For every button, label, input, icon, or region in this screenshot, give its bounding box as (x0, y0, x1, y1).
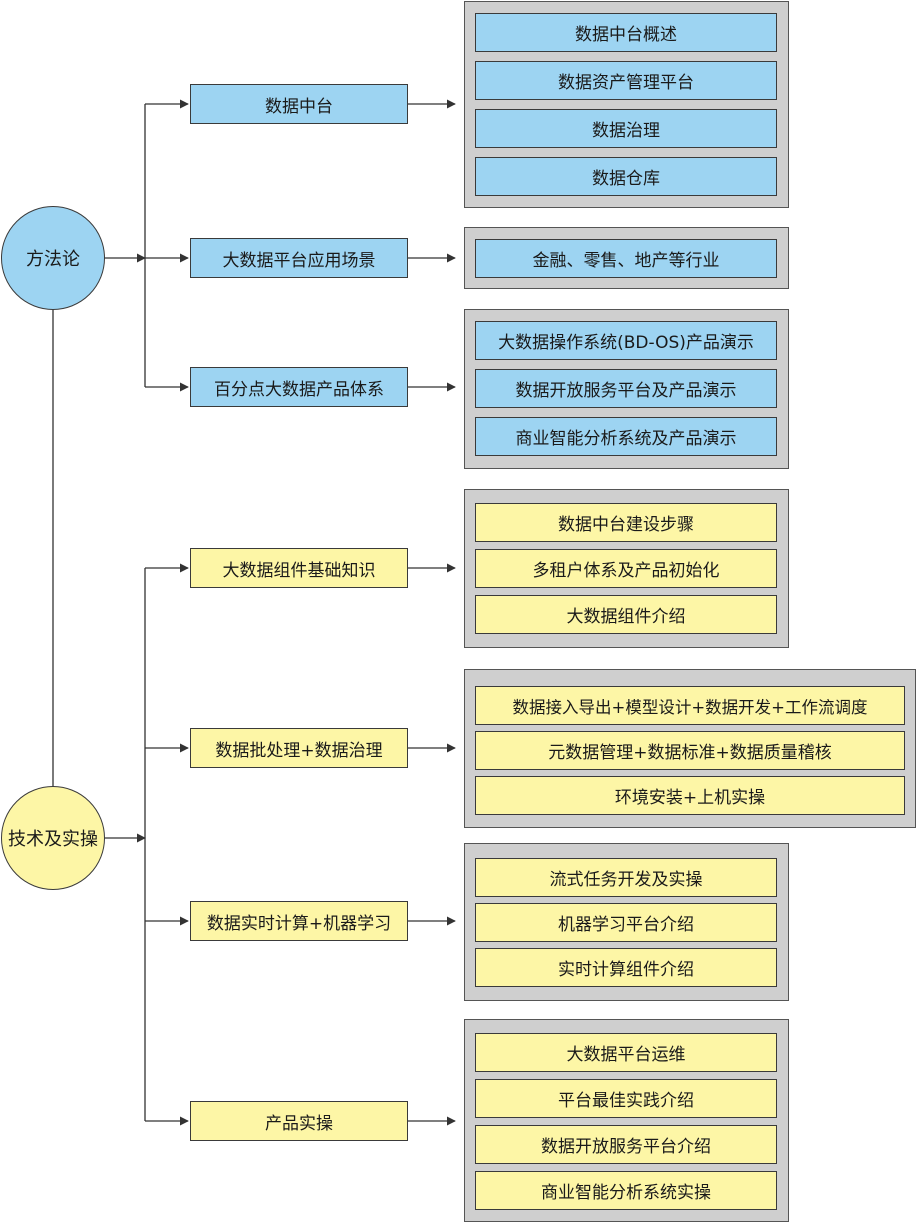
mid-node: 数据实时计算+机器学习 (190, 901, 408, 941)
group-item: 数据中台概述 (475, 13, 777, 52)
group-item: 金融、零售、地产等行业 (475, 239, 777, 278)
item-group: 大数据操作系统(BD-OS)产品演示 数据开放服务平台及产品演示 商业智能分析系… (464, 309, 789, 469)
group-item: 平台最佳实践介绍 (475, 1079, 777, 1118)
group-item: 流式任务开发及实操 (475, 858, 777, 897)
group-item: 机器学习平台介绍 (475, 903, 777, 942)
group-item: 商业智能分析系统实操 (475, 1171, 777, 1210)
item-group: 数据接入导出+模型设计+数据开发+工作流调度 元数据管理+数据标准+数据质量稽核… (464, 669, 916, 828)
group-item: 多租户体系及产品初始化 (475, 549, 777, 588)
group-item: 大数据平台运维 (475, 1033, 777, 1072)
group-item: 元数据管理+数据标准+数据质量稽核 (475, 731, 905, 770)
item-group: 金融、零售、地产等行业 (464, 227, 789, 289)
root-node-methodology: 方法论 (1, 206, 105, 310)
mid-node: 产品实操 (190, 1101, 408, 1141)
mid-node: 百分点大数据产品体系 (190, 367, 408, 407)
mid-node: 大数据组件基础知识 (190, 548, 408, 588)
group-item: 大数据操作系统(BD-OS)产品演示 (475, 321, 777, 360)
group-item: 数据中台建设步骤 (475, 503, 777, 542)
group-item: 数据仓库 (475, 157, 777, 196)
mid-node: 数据中台 (190, 84, 408, 124)
group-item: 环境安装+上机实操 (475, 776, 905, 815)
item-group: 大数据平台运维 平台最佳实践介绍 数据开放服务平台介绍 商业智能分析系统实操 (464, 1019, 789, 1222)
group-item: 数据接入导出+模型设计+数据开发+工作流调度 (475, 686, 905, 725)
group-item: 实时计算组件介绍 (475, 948, 777, 987)
item-group: 流式任务开发及实操 机器学习平台介绍 实时计算组件介绍 (464, 843, 789, 1001)
mid-node: 数据批处理+数据治理 (190, 728, 408, 768)
group-item: 商业智能分析系统及产品演示 (475, 417, 777, 456)
item-group: 数据中台建设步骤 多租户体系及产品初始化 大数据组件介绍 (464, 489, 789, 648)
group-item: 数据资产管理平台 (475, 61, 777, 100)
group-item: 数据治理 (475, 109, 777, 148)
group-item: 大数据组件介绍 (475, 595, 777, 634)
mid-node: 大数据平台应用场景 (190, 238, 408, 278)
group-item: 数据开放服务平台介绍 (475, 1125, 777, 1164)
group-item: 数据开放服务平台及产品演示 (475, 369, 777, 408)
root-node-tech-practice: 技术及实操 (1, 786, 105, 890)
item-group: 数据中台概述 数据资产管理平台 数据治理 数据仓库 (464, 1, 789, 208)
